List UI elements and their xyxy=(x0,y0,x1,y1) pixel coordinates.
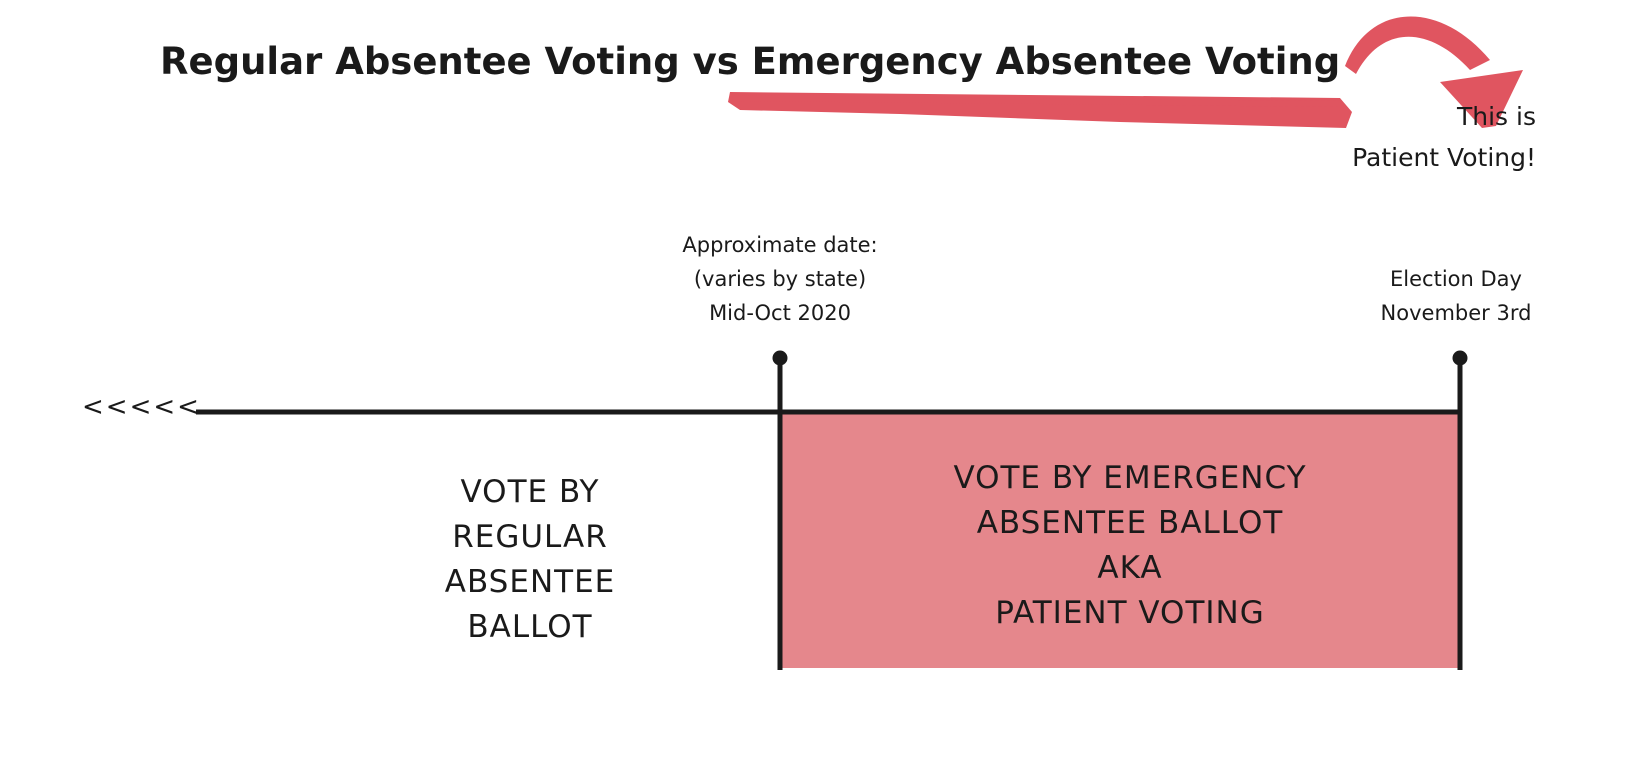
page-title: Regular Absentee Voting vs Emergency Abs… xyxy=(160,40,1341,83)
note-line-1: This is xyxy=(1456,102,1536,131)
approximate-date-line-2: (varies by state) xyxy=(693,267,867,291)
regular-ballot-label: VOTE BY REGULAR ABSENTEE BALLOT xyxy=(380,470,680,650)
regular-line-3: ABSENTEE xyxy=(444,564,616,600)
regular-line-4: BALLOT xyxy=(467,609,593,645)
approximate-date-label: Approximate date: (varies by state) Mid-… xyxy=(630,228,930,330)
emergency-zone-fill xyxy=(780,412,1458,668)
timeline-back-arrows: <<<<< xyxy=(82,392,201,422)
approximate-date-dot xyxy=(772,350,788,366)
approximate-date-line-1: Approximate date: xyxy=(682,233,878,257)
emergency-line-1: VOTE BY EMERGENCY xyxy=(953,460,1307,496)
arrowhead-icon xyxy=(1440,70,1523,128)
emergency-line-4: PATIENT VOTING xyxy=(995,595,1265,631)
approximate-date-line-3: Mid-Oct 2020 xyxy=(709,301,851,325)
regular-line-2: REGULAR xyxy=(452,519,608,555)
election-day-dot xyxy=(1452,350,1468,366)
emergency-line-3: AKA xyxy=(1097,550,1163,586)
patient-voting-note: This is Patient Voting! xyxy=(1296,96,1536,178)
highlight-brush-edge xyxy=(732,95,1343,107)
note-line-2: Patient Voting! xyxy=(1352,143,1536,172)
election-day-label: Election Day November 3rd xyxy=(1336,262,1576,330)
regular-line-1: VOTE BY xyxy=(460,474,600,510)
curved-arrow-icon xyxy=(1345,16,1490,74)
election-day-line-1: Election Day xyxy=(1390,267,1522,291)
election-day-line-2: November 3rd xyxy=(1380,301,1532,325)
emergency-line-2: ABSENTEE BALLOT xyxy=(976,505,1284,541)
emergency-ballot-label: VOTE BY EMERGENCY ABSENTEE BALLOT AKA PA… xyxy=(780,456,1480,636)
